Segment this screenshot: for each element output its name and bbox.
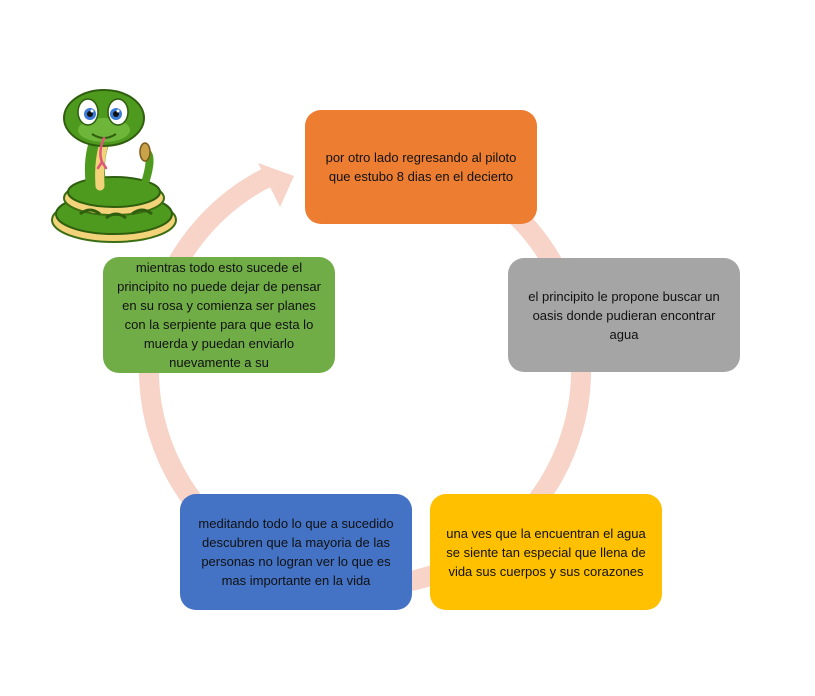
cycle-step-right: el principito le propone buscar un oasis… — [508, 258, 740, 372]
cycle-arrowhead-icon — [258, 163, 294, 207]
cycle-step-top-text: por otro lado regresando al piloto que e… — [325, 150, 517, 184]
cycle-step-bottom-right-text: una ves que la encuentran el agua se sie… — [446, 525, 646, 579]
cycle-step-bottom-right: una ves que la encuentran el agua se sie… — [430, 494, 662, 610]
cycle-step-right-text: el principito le propone buscar un oasis… — [528, 288, 720, 342]
cycle-step-bottom-left: meditando todo lo que a sucedido descubr… — [180, 494, 412, 610]
snake-icon — [51, 89, 177, 243]
cycle-step-top: por otro lado regresando al piloto que e… — [305, 110, 537, 224]
cycle-step-left-text: mientras todo esto sucede el principito … — [117, 260, 321, 370]
cycle-step-left: mientras todo esto sucede el principito … — [103, 257, 335, 373]
cycle-step-bottom-left-text: meditando todo lo que a sucedido descubr… — [198, 516, 394, 588]
